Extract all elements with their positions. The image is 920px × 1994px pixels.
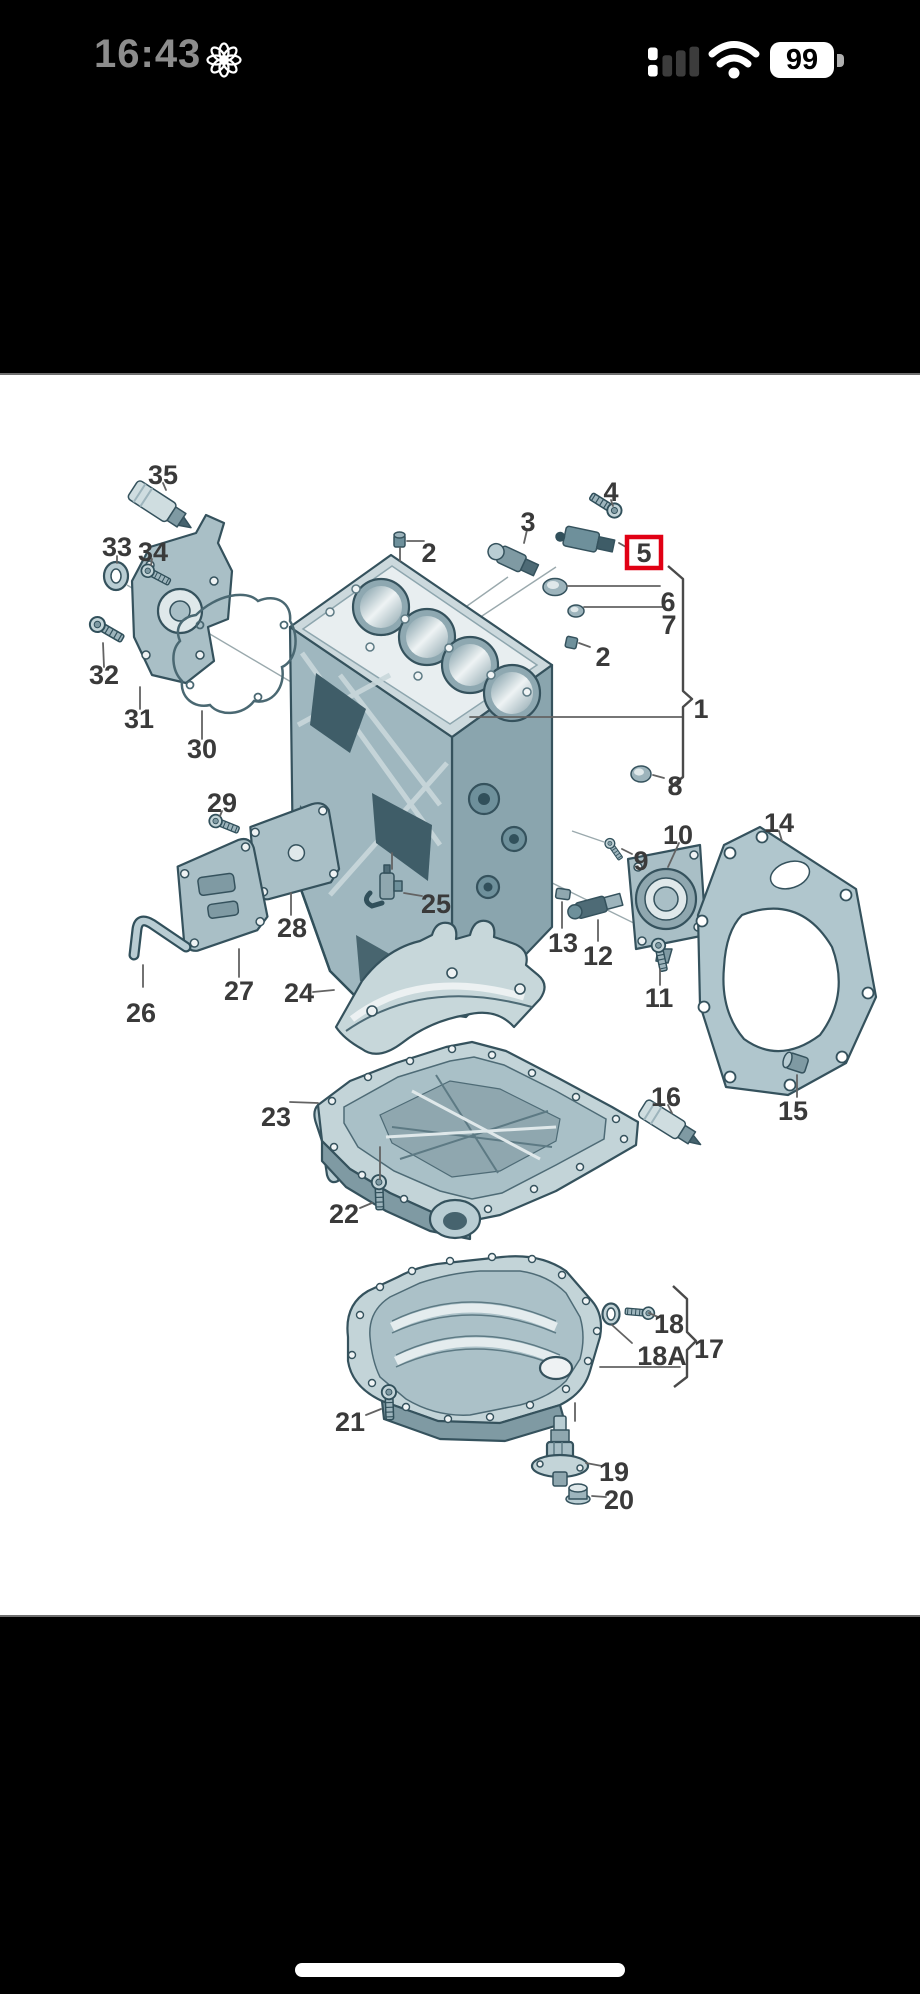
breather-pipe-26 — [128, 915, 192, 961]
highlight-box — [624, 534, 664, 571]
part-label-10: 10 — [663, 820, 693, 850]
plug-15 — [782, 1051, 809, 1074]
sealant-tube-35 — [127, 480, 192, 529]
sensor-12 — [567, 892, 624, 920]
part-label-18: 18 — [654, 1309, 684, 1339]
wifi-icon — [708, 41, 760, 79]
intermediate-plate-gasket-14 — [695, 825, 878, 1097]
part-label-29: 29 — [207, 788, 237, 818]
cap-plug-6 — [542, 577, 568, 597]
part-label-8: 8 — [667, 771, 682, 801]
part-label-3: 3 — [520, 507, 535, 537]
sensor-3 — [487, 542, 540, 577]
seal-ring-18A — [601, 1302, 621, 1326]
part-label-1: 1 — [693, 694, 708, 724]
exploded-view-diagram: 3533343231302345672182914109252813122724… — [86, 460, 878, 1515]
part-label-6: 6 — [660, 587, 675, 617]
part-label-24: 24 — [284, 978, 314, 1008]
plug-2-side — [564, 635, 579, 650]
plug-2-top — [393, 531, 406, 548]
oil-level-sensor-19 — [530, 1415, 590, 1487]
sleeve-13 — [554, 887, 572, 901]
battery-icon: 99 — [770, 42, 834, 78]
part-label-25: 25 — [421, 889, 451, 919]
part-label-30: 30 — [187, 734, 217, 764]
part-label-7: 7 — [661, 610, 676, 640]
part-label-16: 16 — [651, 1082, 681, 1112]
part-label-18A: 18A — [637, 1341, 687, 1371]
part-label-13: 13 — [548, 928, 578, 958]
part-label-2: 2 — [595, 642, 610, 672]
cover-plate-27 — [176, 837, 269, 952]
part-label-19: 19 — [599, 1457, 629, 1487]
part-label-15: 15 — [778, 1096, 808, 1126]
clock-time: 16:43 — [94, 32, 202, 76]
crankshaft-seal-flange-10 — [626, 843, 708, 964]
battery-percent: 99 — [785, 43, 819, 76]
cellular-signal-icon — [648, 46, 700, 77]
part-label-21: 21 — [335, 1407, 365, 1437]
part-label-20: 20 — [604, 1485, 634, 1515]
home-indicator[interactable] — [295, 1963, 625, 1977]
part-label-14: 14 — [764, 808, 794, 838]
drain-plug-18 — [623, 1304, 656, 1321]
sealing-flange-bracket-31 — [130, 513, 234, 685]
cover-plate-28 — [249, 802, 341, 901]
part-label-31: 31 — [124, 704, 154, 734]
flower-icon — [206, 42, 242, 78]
nut-20 — [565, 1483, 591, 1505]
part-label-9: 9 — [633, 846, 648, 876]
upper-oil-pan-23 — [313, 1040, 640, 1241]
part-label-32: 32 — [89, 660, 119, 690]
part-label-4: 4 — [603, 477, 618, 507]
status-bar: 16:43 99 — [0, 0, 920, 110]
part-label-28: 28 — [277, 913, 307, 943]
gasket-30 — [172, 593, 297, 714]
sensor-5-highlighted-part — [555, 525, 616, 553]
group-braces — [667, 565, 698, 1388]
part-label-27: 27 — [224, 976, 254, 1006]
part-label-33: 33 — [102, 532, 132, 562]
part-label-35: 35 — [148, 460, 178, 490]
cap-plug-7 — [567, 604, 585, 618]
lower-oil-pan-17 — [346, 1252, 603, 1443]
part-label-5: 5 — [636, 538, 651, 568]
oil-spray-jet-25 — [364, 864, 403, 909]
part-label-12: 12 — [583, 941, 613, 971]
part-label-2: 2 — [421, 538, 436, 568]
leader-lines — [102, 482, 798, 1498]
part-label-11: 11 — [645, 983, 674, 1013]
bearing-frame-24 — [334, 919, 546, 1055]
shaft-seal-33 — [102, 560, 130, 592]
battery-nub-icon — [837, 54, 844, 67]
part-label-23: 23 — [261, 1102, 291, 1132]
part-label-22: 22 — [329, 1199, 359, 1229]
part-label-34: 34 — [138, 537, 168, 567]
part-label-26: 26 — [126, 998, 156, 1028]
bolt-32 — [86, 613, 128, 647]
sealant-tube-16 — [638, 1099, 702, 1146]
cap-plug-8 — [630, 765, 652, 783]
part-label-17: 17 — [694, 1334, 724, 1364]
